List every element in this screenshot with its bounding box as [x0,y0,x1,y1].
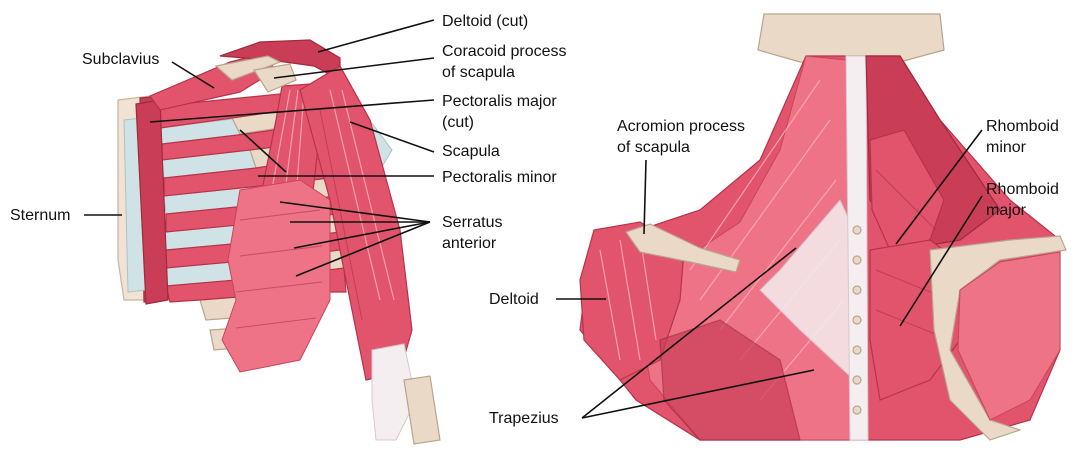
anterior-thorax-illustration [117,39,441,445]
label-trapezius: Trapezius [489,410,559,427]
acromion-process-bone [625,223,741,273]
label-scapula: Scapula [442,143,500,160]
label-rhomboid-minor-line1: Rhomboid [986,118,1059,135]
label-pec-major-line1: Pectoralis major [442,93,557,110]
label-acromion-line1: Acromion process [617,118,745,135]
serratus-fibers [235,209,323,329]
label-rhomboid-major-line1: Rhomboid [986,181,1059,198]
posterior-back-illustration [579,13,1067,441]
pectoralis-major-cut-muscle [135,99,169,305]
label-pec-major-line2: (cut) [442,114,474,131]
serratus-anterior-muscle [221,179,331,373]
leader-lines [84,19,983,419]
label-deltoid: Deltoid [489,291,539,308]
label-acromion-line2: of scapula [617,139,690,156]
label-pec-minor: Pectoralis minor [442,169,557,186]
label-coracoid-line2: of scapula [442,64,515,81]
label-sternum: Sternum [10,207,70,224]
vertebra-bumps [852,225,862,415]
forearm-bone [403,375,441,445]
latissimus-region [659,319,801,441]
arm-tendon [371,343,417,441]
label-rhomboid-minor-line2: minor [986,139,1027,156]
label-rhomboid-major-line2: major [986,202,1027,219]
deltoid-fibers [599,235,657,361]
label-coracoid-line1: Coracoid process [442,43,567,60]
labels: Subclavius Deltoid (cut) Coracoid proces… [10,13,1059,427]
spine [845,55,869,441]
label-serratus-line1: Serratus [442,214,502,231]
neck-vertebra-bone [757,13,945,63]
label-subclavius: Subclavius [82,51,159,68]
clavicle-bone [214,55,282,81]
infraspinatus-muscle [957,251,1061,421]
arm-fibers [319,89,395,321]
label-serratus-line2: anterior [442,235,497,252]
label-deltoid-cut: Deltoid (cut) [442,13,528,30]
